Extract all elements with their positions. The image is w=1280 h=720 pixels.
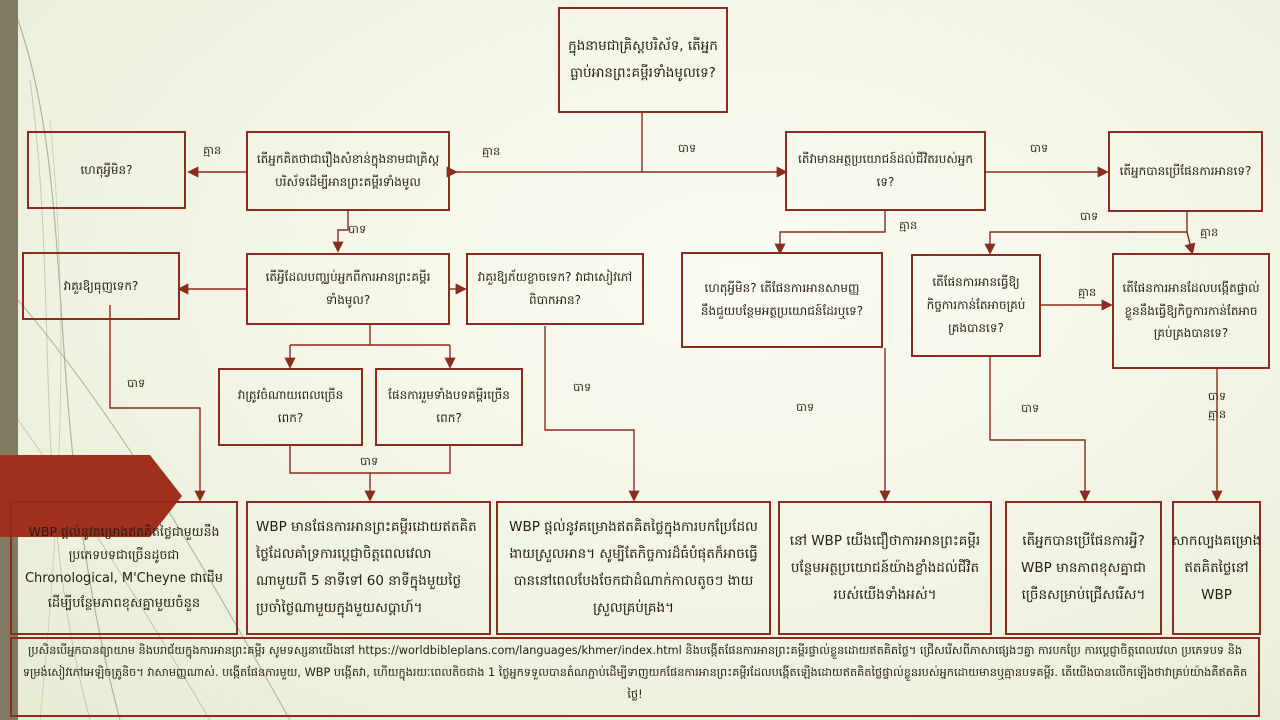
node-text: តើអ្នកបានប្រើផែនការអ្វី? WBP មានភាពខុសគ្… [1020,532,1147,603]
label-yes: បាទ [678,141,697,155]
question-used-plan: តើអ្នកបានប្រើផែនការអានទេ? [1108,131,1263,212]
question-plan-manageable: តើផែនការអានធ្វើឱ្យកិច្ចការកាន់តែអាចគ្រប់… [911,254,1041,357]
node-text: តើអ្វីដែលបញ្ឈប់អ្នកពីការអានព្រះគម្ពីរទាំ… [265,270,431,307]
label-yes: បាទ [1021,401,1040,415]
label-no: គ្មាន [899,218,918,232]
node-text: តើផែនការអានធ្វើឱ្យកិច្ចការកាន់តែអាចគ្រប់… [926,275,1026,335]
label-no: គ្មាន [203,143,222,157]
node-text: សាកល្បងគម្រោងឥតគិតថ្លៃនៅ WBP [1171,532,1262,603]
question-what-prevents: តើអ្វីដែលបញ្ឈប់អ្នកពីការអានព្រះគម្ពីរទាំ… [246,253,450,325]
node-text: វាត្រូវចំណាយពេលច្រើនពេក? [237,388,344,425]
footer-info-box: ប្រសិនបើអ្នកបានព្យាយាម និងបរាជ័យក្នុងការ… [10,637,1260,717]
node-text: WBP ផ្តល់នូវគម្រោងឥតគិតថ្លៃក្នុងការបកប្រ… [509,519,758,616]
node-text: នៅ WBP យើងជឿថាការអានព្រះគម្ពីរបន្ថែមអត្ថ… [789,532,981,603]
box-too-long: វាត្រូវចំណាយពេលច្រើនពេក? [218,368,363,446]
node-text: ហេតុអ្វីមិន? តើផែនការអានសាមញ្ញនឹងជួយបន្ថ… [700,281,864,318]
label-yes: បាទ [360,454,379,468]
outcome-box-3: WBP ផ្តល់នូវគម្រោងឥតគិតថ្លៃក្នុងការបកប្រ… [496,501,771,635]
question-importance: តើអ្នកគិតថាជារឿងសំខាន់ក្នុងនាមជាគ្រិស្តប… [246,131,450,211]
node-text: តើអ្នកគិតថាជារឿងសំខាន់ក្នុងនាមជាគ្រិស្តប… [256,152,440,189]
footer-text: ប្រសិនបើអ្នកបានព្យាយាម និងបរាជ័យក្នុងការ… [22,644,1248,702]
node-text: ក្នុងនាមជាគ្រិស្តបរិស័ទ, តើអ្នកធ្លាប់អាន… [568,38,718,81]
label-no: គ្មាន [1078,285,1097,299]
box-why-not-2: ហេតុអ្វីមិន? តើផែនការអានសាមញ្ញនឹងជួយបន្ថ… [681,252,883,348]
node-text: វាគួរឱ្យភ័យខ្លាចទេក? វាជាសៀវភៅពិបាកអាន? [477,270,633,307]
label-no: គ្មាន [1200,225,1219,239]
node-text: WBP ផ្តល់នូវគម្រោងឥតគិតថ្លៃជាមួយនឹងប្រភេ… [28,523,220,563]
label-no: គ្មាន [482,144,501,158]
node-text: តើផែនការអានដែលបង្កើតផ្ទាល់ខ្លួននឹងធ្វើឱ្… [1122,280,1260,341]
label-yes: បាទ [348,222,367,236]
node-text: ផែនការរួមទាំងបទគម្ពីរច្រើនពេក? [388,388,510,425]
box-why-not-1: ហេតុអ្វីមិន? [27,131,186,209]
node-text: តើវាមានអត្ថប្រយោជន៍ដល់ជីវិតរបស់អ្នកទេ? [798,152,973,189]
node-text: ហេតុអ្វីមិន? [80,162,133,177]
node-text: Chronological, M'Cheyne ជាដើម ដើម្បីបន្ថ… [24,571,224,611]
label-yes: បាទ [127,376,146,390]
node-text: តើអ្នកបានប្រើផែនការអានទេ? [1119,164,1252,179]
node-text: WBP មានផែនការអានព្រះគម្ពីរដោយឥតគិតថ្លៃដែ… [256,519,477,616]
label-yes: បាទ [1080,209,1099,223]
box-too-boring: វាគួរឱ្យធុញទេក? [22,252,180,320]
outcome-box-2: WBP មានផែនការអានព្រះគម្ពីរដោយឥតគិតថ្លៃដែ… [246,501,491,635]
outcome-box-5: តើអ្នកបានប្រើផែនការអ្វី? WBP មានភាពខុសគ្… [1005,501,1162,635]
node-text: វាគួរឱ្យធុញទេក? [63,278,139,293]
question-custom-plan: តើផែនការអានដែលបង្កើតផ្ទាល់ខ្លួននឹងធ្វើឱ្… [1112,253,1270,369]
label-yes-no: បាទ គ្មាន [1207,389,1227,422]
question-benefit: តើវាមានអត្ថប្រយោជន៍ដល់ជីវិតរបស់អ្នកទេ? [785,131,986,211]
box-too-many-books: ផែនការរួមទាំងបទគម្ពីរច្រើនពេក? [375,368,523,446]
outcome-box-4: នៅ WBP យើងជឿថាការអានព្រះគម្ពីរបន្ថែមអត្ថ… [778,501,992,635]
label-yes: បាទ [1030,141,1049,155]
outcome-box-6: សាកល្បងគម្រោងឥតគិតថ្លៃនៅ WBP [1172,501,1261,635]
red-arrow-banner [0,455,182,537]
label-yes: បាទ [796,400,815,414]
left-accent-stripe [0,0,18,720]
outcome-box-1: WBP ផ្តល់នូវគម្រោងឥតគិតថ្លៃជាមួយនឹងប្រភេ… [10,501,238,635]
box-scary-difficult: វាគួរឱ្យភ័យខ្លាចទេក? វាជាសៀវភៅពិបាកអាន? [466,253,644,325]
label-yes: បាទ [573,380,592,394]
question-read-whole-bible: ក្នុងនាមជាគ្រិស្តបរិស័ទ, តើអ្នកធ្លាប់អាន… [558,7,728,113]
